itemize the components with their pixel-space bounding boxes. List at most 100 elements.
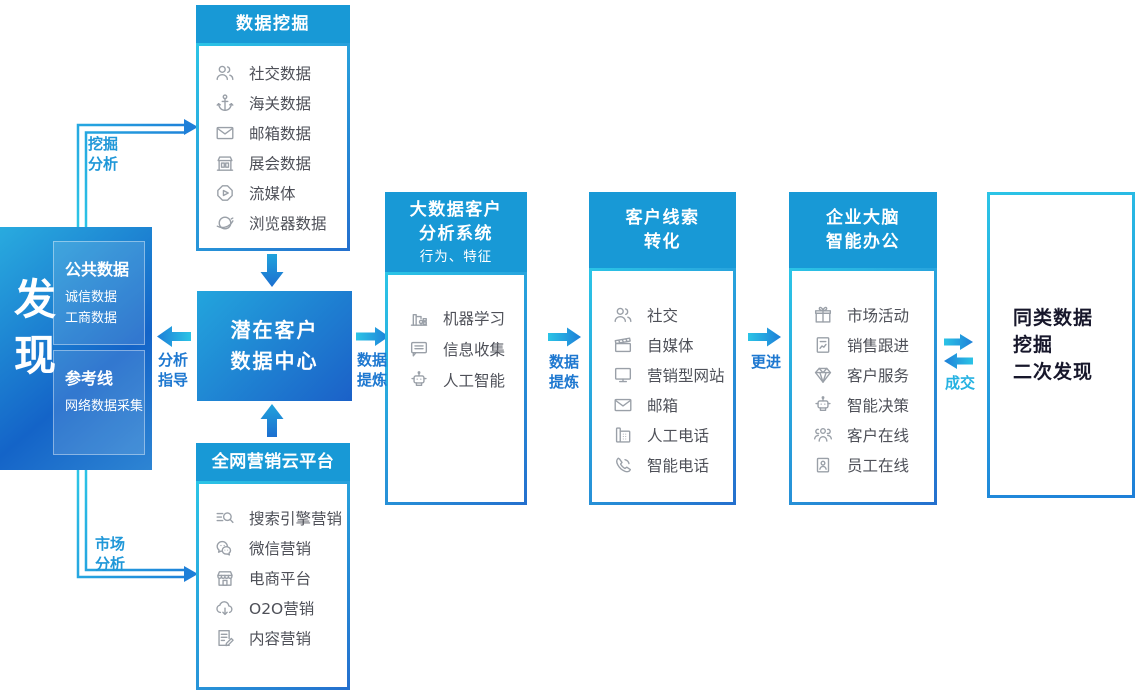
rediscover-line: 同类数据 [1013, 306, 1094, 329]
label-line: 挖掘 [88, 135, 119, 153]
list-item-label: 浏览器数据 [249, 215, 327, 233]
list-item: 展会数据 [199, 148, 347, 178]
discover-box: 发 现 公共数据 诚信数据 工商数据 参考线 网络数据采集 [0, 227, 152, 470]
list-item-label: 搜索引擎营销 [249, 510, 343, 528]
list-item-label: 自媒体 [647, 337, 694, 355]
list-item: 信息收集 [388, 333, 524, 364]
users-group-icon [812, 424, 834, 446]
analysis-list: 机器学习信息收集人工智能 [385, 272, 527, 505]
group-title: 参考线 [65, 369, 114, 388]
label-line: 提炼 [356, 371, 387, 389]
analysis-header: 大数据客户 分析系统 行为、特征 [385, 192, 527, 272]
list-item: 机器学习 [388, 302, 524, 333]
leads-title-line: 客户线索 [625, 208, 700, 228]
list-item: 市场活动 [792, 300, 934, 330]
list-item-label: 智能电话 [647, 457, 710, 475]
arrow-left-center-to-discover [157, 326, 191, 347]
list-item-label: 内容营销 [249, 630, 312, 648]
label-line: 分析 [157, 351, 188, 369]
machine-learning-icon [408, 307, 430, 329]
data-center-title-line: 数据中心 [230, 349, 319, 373]
stream-play-icon [214, 182, 236, 204]
arrow-left-rediscover-to-brain [944, 353, 973, 369]
list-item: 营销型网站 [592, 360, 733, 390]
list-item-label: 海关数据 [249, 95, 312, 113]
list-item-label: 信息收集 [443, 340, 506, 359]
analysis-subtitle: 行为、特征 [419, 248, 493, 265]
discover-title-char: 发 [14, 275, 57, 324]
list-item: 销售跟进 [792, 330, 934, 360]
list-item-label: 客户在线 [847, 427, 910, 445]
list-item: 员工在线 [792, 450, 934, 480]
marketing-title: 全网营销云平台 [211, 452, 335, 472]
brain-list: 市场活动销售跟进客户服务智能决策客户在线员工在线 [789, 268, 937, 505]
social-users-icon [214, 62, 236, 84]
label-follow-up: 更进 [750, 353, 781, 371]
list-item: 流媒体 [199, 178, 347, 208]
mining-header: 数据挖掘 [196, 5, 350, 43]
label-data-refine-2: 数据 提炼 [543, 352, 585, 392]
list-item: 智能决策 [792, 390, 934, 420]
arrow-up-marketing-to-center [260, 404, 284, 437]
list-item: 客户在线 [792, 420, 934, 450]
list-item: 人工电话 [592, 420, 733, 450]
desk-phone-icon [612, 424, 634, 446]
analysis-title-line: 大数据客户 [409, 199, 503, 220]
arrow-right-analysis-to-leads [548, 327, 581, 347]
label-line: 市场 [95, 535, 126, 553]
list-item-label: 销售跟进 [847, 337, 910, 355]
list-item: O2O营销 [199, 593, 347, 623]
list-item: 海关数据 [199, 88, 347, 118]
gift-icon [812, 304, 834, 326]
label-line: 分析 [95, 555, 126, 573]
label-line: 指导 [157, 371, 188, 389]
list-item-label: 员工在线 [847, 457, 910, 475]
monitor-icon [612, 364, 634, 386]
label-analysis-guidance: 分析 指导 [152, 350, 194, 390]
list-item-label: 市场活动 [847, 307, 910, 325]
list-item: 搜索引擎营销 [199, 503, 347, 533]
mail-icon [612, 394, 634, 416]
exhibition-booth-icon [214, 152, 236, 174]
brain-header: 企业大脑 智能办公 [789, 192, 937, 268]
list-item: 客户服务 [792, 360, 934, 390]
group-title: 公共数据 [65, 260, 130, 279]
list-item: 邮箱数据 [199, 118, 347, 148]
list-item: 浏览器数据 [199, 208, 347, 238]
group-line: 诚信数据 [65, 290, 118, 305]
label-line: 数据 [356, 351, 387, 369]
social-users-icon [612, 304, 634, 326]
brain-title-line: 企业大脑 [826, 208, 900, 228]
rediscover-line: 挖掘 [1013, 333, 1054, 356]
label-line: 提炼 [548, 373, 579, 391]
list-item: 邮箱 [592, 390, 733, 420]
reference-line-group: 参考线 网络数据采集 [53, 350, 145, 455]
list-item-label: 展会数据 [249, 155, 312, 173]
marketing-header: 全网营销云平台 [196, 443, 350, 481]
diamond-icon [812, 364, 834, 386]
brain-title-line: 智能办公 [826, 232, 900, 252]
list-item: 智能电话 [592, 450, 733, 480]
list-item-label: O2O营销 [249, 600, 315, 618]
data-center-title-line: 潜在客户 [230, 318, 319, 342]
label-line: 数据 [548, 353, 579, 371]
data-center-box: 潜在客户 数据中心 [197, 291, 352, 401]
arrow-right-leads-to-brain [748, 327, 781, 347]
list-item-label: 微信营销 [249, 540, 312, 558]
discover-title-char: 现 [14, 331, 57, 380]
list-item-label: 机器学习 [443, 309, 506, 328]
leads-title-line: 转化 [644, 232, 681, 252]
label-deal: 成交 [944, 374, 975, 392]
list-item-label: 社交数据 [249, 65, 312, 83]
wechat-icon [214, 537, 236, 559]
mining-title: 数据挖掘 [236, 14, 310, 34]
clapperboard-icon [612, 334, 634, 356]
group-line: 网络数据采集 [65, 399, 144, 414]
list-item-label: 人工智能 [443, 371, 506, 390]
list-item: 社交 [592, 300, 733, 330]
cloud-o2o-icon [214, 597, 236, 619]
leads-header: 客户线索 转化 [589, 192, 736, 268]
list-item-label: 电商平台 [249, 570, 312, 588]
